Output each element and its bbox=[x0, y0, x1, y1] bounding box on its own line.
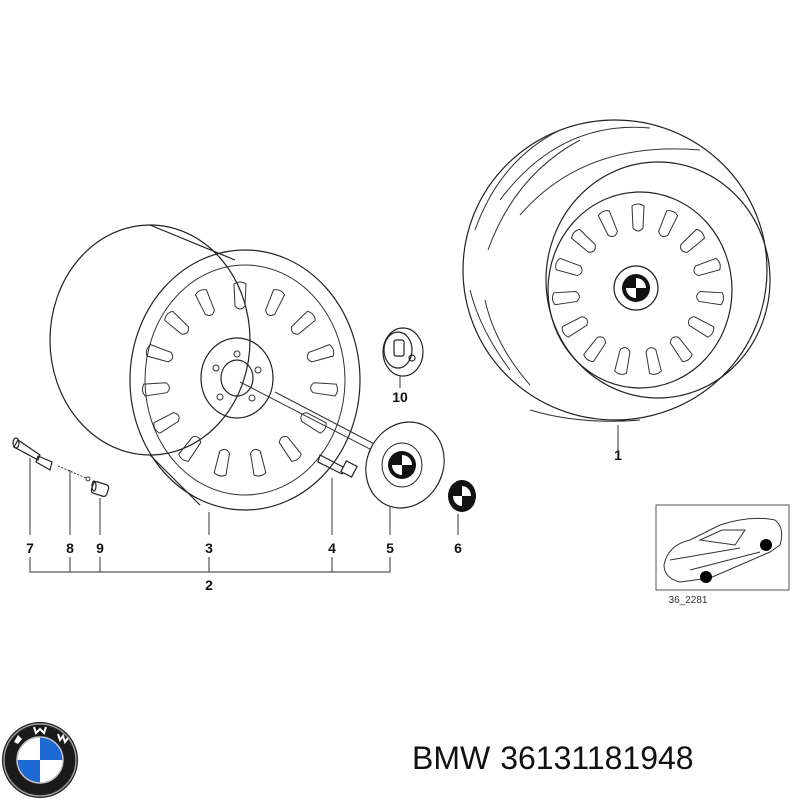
callout-6: 6 bbox=[454, 540, 462, 556]
wheel-bolt bbox=[317, 454, 358, 478]
car-location-inset bbox=[655, 504, 790, 591]
callout-10: 10 bbox=[392, 389, 408, 405]
bmw-logo bbox=[2, 722, 78, 798]
callout-7: 7 bbox=[26, 540, 34, 556]
hub-cap bbox=[365, 421, 445, 509]
brand-name: BMW bbox=[412, 740, 491, 776]
inset-ref-code: 36_2281 bbox=[669, 595, 708, 606]
valve-core bbox=[57, 465, 91, 482]
callout-3: 3 bbox=[205, 540, 213, 556]
callout-1: 1 bbox=[614, 447, 622, 463]
callout-9: 9 bbox=[96, 540, 104, 556]
tire-assembly bbox=[462, 119, 771, 422]
callout-leaders bbox=[29, 458, 459, 573]
mounted-hub-logo bbox=[613, 265, 659, 311]
callout-4: 4 bbox=[328, 540, 336, 556]
valve-stem bbox=[12, 437, 53, 471]
rear-wheel-marker bbox=[760, 539, 772, 551]
part-number: 36131181948 bbox=[500, 740, 694, 776]
callout-2: 2 bbox=[205, 577, 213, 593]
callout-5: 5 bbox=[386, 540, 394, 556]
callout-8: 8 bbox=[66, 540, 74, 556]
emblem bbox=[448, 480, 476, 512]
rim bbox=[49, 224, 396, 511]
front-wheel-marker bbox=[700, 571, 712, 583]
valve-cap bbox=[90, 480, 110, 497]
center-cap bbox=[382, 327, 424, 377]
